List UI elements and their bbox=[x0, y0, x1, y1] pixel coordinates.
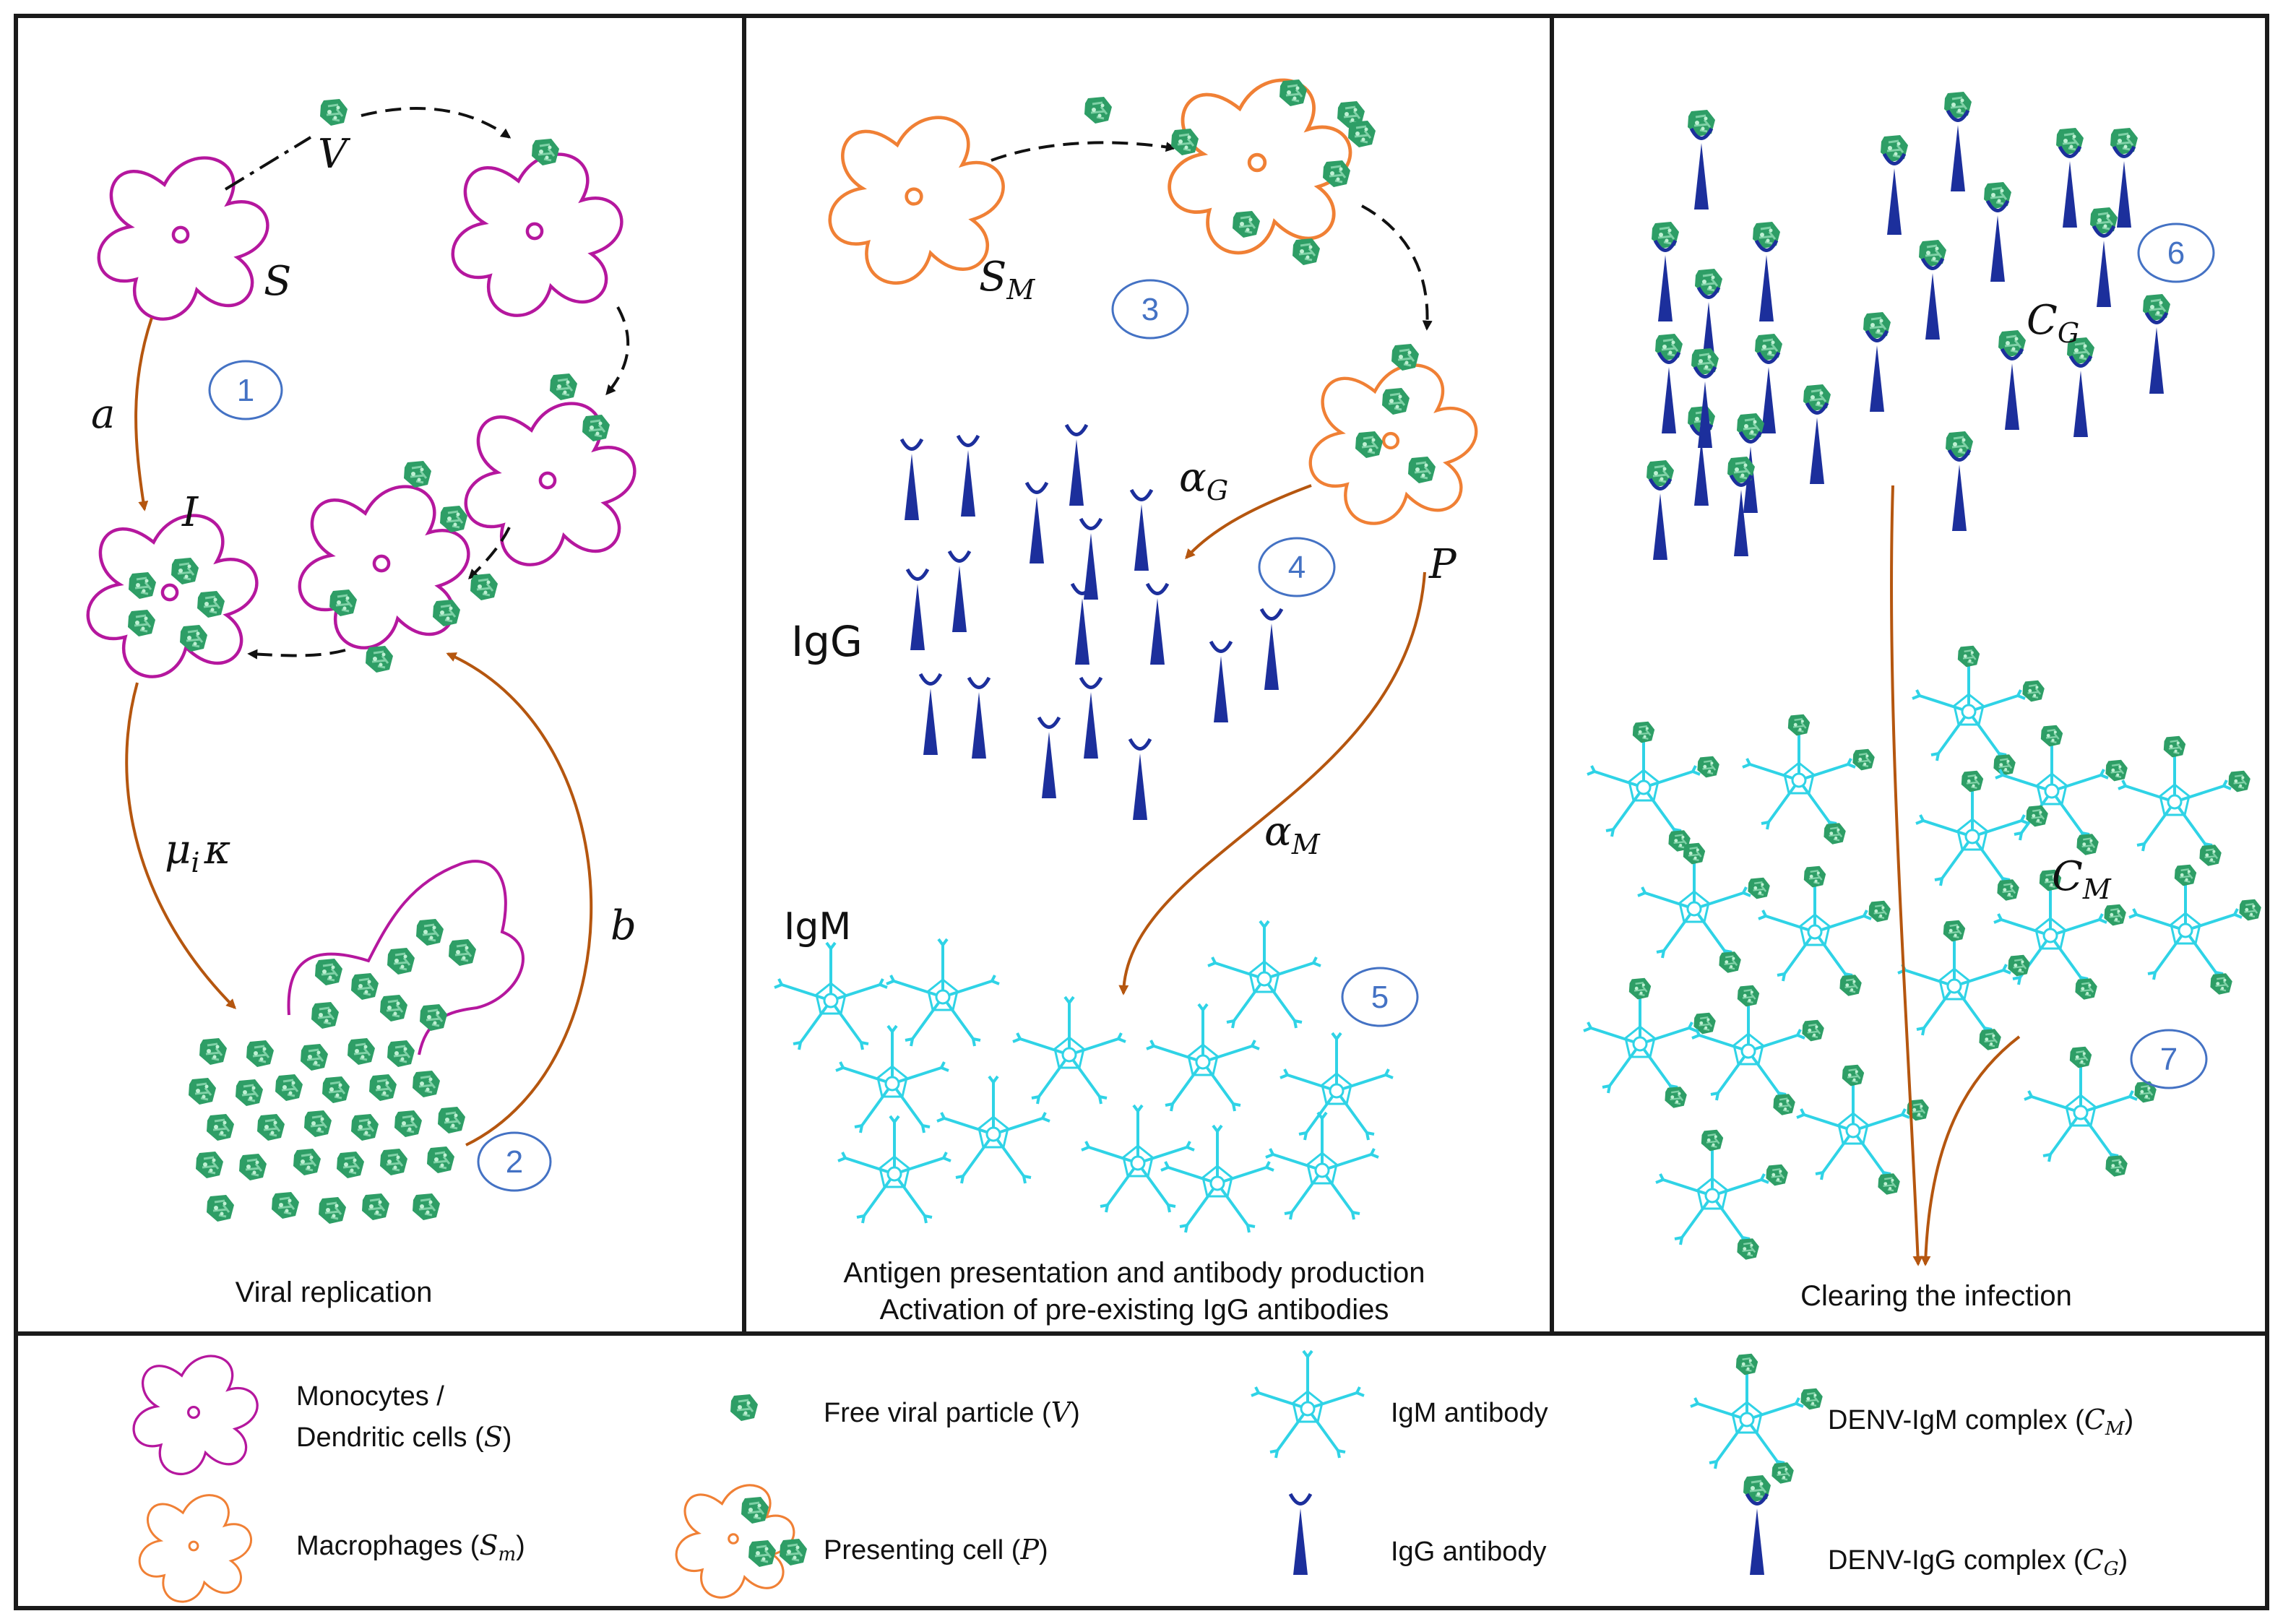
released-virus-cloud bbox=[187, 917, 478, 1225]
step-3 bbox=[1111, 279, 1189, 340]
step-6 bbox=[2137, 223, 2215, 283]
infected-cell bbox=[88, 516, 257, 677]
legend-virus-icon bbox=[729, 1393, 759, 1422]
legend-denv-igm: DENV-IgM complex (CM) bbox=[1828, 1404, 2133, 1440]
label-s: S bbox=[264, 258, 291, 305]
igg-complex-population bbox=[1647, 92, 2170, 560]
svg-text:7: 7 bbox=[2160, 1042, 2178, 1077]
clearing-igm-arrow bbox=[1920, 1035, 2021, 1266]
legend-igg-icon bbox=[1290, 1494, 1311, 1575]
legend-igm: IgM antibody bbox=[1391, 1398, 1548, 1428]
igg-label: IgG bbox=[791, 617, 863, 666]
label-v: V bbox=[318, 131, 351, 178]
caption-antigen-line2: Activation of pre-existing IgG antibodie… bbox=[880, 1294, 1389, 1326]
step-4 bbox=[1258, 537, 1336, 597]
susceptible-cell bbox=[99, 158, 268, 319]
label-sm: SM bbox=[979, 254, 1035, 306]
legend-macrophage-icon bbox=[138, 1494, 253, 1603]
rate-alphag: αG bbox=[1179, 454, 1228, 506]
free-virus-particle bbox=[319, 98, 349, 127]
label-cg: CG bbox=[2027, 297, 2079, 349]
igm-label: IgM bbox=[784, 905, 851, 949]
rate-mu-arrow bbox=[125, 682, 236, 1009]
step-5 bbox=[1341, 967, 1419, 1027]
panel-antigen-presentation: SM 3 P αG 4 bbox=[773, 78, 1476, 1326]
svg-text:6: 6 bbox=[2167, 236, 2185, 271]
presenting-cell bbox=[1311, 365, 1476, 523]
caption-viral-replication: Viral replication bbox=[236, 1277, 433, 1308]
burst-cell bbox=[287, 860, 525, 1055]
clearing-igg-arrow bbox=[1890, 485, 1923, 1266]
svg-text:1: 1 bbox=[237, 373, 254, 408]
legend-monocytes-line1: Monocytes / bbox=[296, 1381, 444, 1412]
rate-b: b bbox=[610, 902, 636, 949]
legend-macrophages: Macrophages (Sm) bbox=[296, 1529, 525, 1565]
rate-a-arrow bbox=[134, 317, 153, 511]
svg-text:4: 4 bbox=[1288, 550, 1306, 585]
macrophage-engulfing bbox=[1170, 80, 1350, 253]
igm-population bbox=[773, 920, 1394, 1234]
legend-presenting-icon bbox=[675, 1484, 795, 1599]
svg-text:3: 3 bbox=[1142, 292, 1159, 327]
rate-alphag-arrow bbox=[1185, 484, 1312, 560]
rate-a: a bbox=[91, 391, 115, 438]
legend-denv-igg-icon bbox=[1743, 1475, 1771, 1575]
svg-text:2: 2 bbox=[506, 1144, 523, 1180]
step-1 bbox=[208, 360, 283, 420]
binding-line bbox=[224, 136, 312, 191]
infecting-cell-3 bbox=[300, 487, 469, 648]
legend: Monocytes / Dendritic cells (S) Macropha… bbox=[132, 1349, 2133, 1603]
legend-free-viral: Free viral particle (V) bbox=[824, 1396, 1080, 1428]
legend-igm-icon bbox=[1250, 1349, 1365, 1459]
svg-text:5: 5 bbox=[1371, 980, 1389, 1015]
caption-clearing: Clearing the infection bbox=[1800, 1280, 2072, 1312]
panel-viral-replication: S V bbox=[88, 98, 636, 1308]
legend-monocytes-line2: Dendritic cells (S) bbox=[296, 1421, 512, 1453]
legend-monocyte-icon bbox=[132, 1355, 259, 1476]
rate-alpham: αM bbox=[1264, 808, 1321, 860]
rate-b-arrow bbox=[446, 652, 593, 1146]
label-cm: CM bbox=[2052, 853, 2112, 905]
rate-alpham-arrow bbox=[1118, 571, 1426, 995]
infecting-cell-1 bbox=[453, 155, 622, 316]
attach-arrow bbox=[361, 107, 512, 139]
label-i: I bbox=[181, 489, 199, 536]
infecting-cell-2 bbox=[466, 404, 635, 565]
label-p: P bbox=[1428, 541, 1457, 588]
step-2 bbox=[477, 1131, 552, 1192]
legend-presenting: Presenting cell (P) bbox=[824, 1534, 1048, 1565]
legend-igg: IgG antibody bbox=[1391, 1537, 1546, 1567]
macrophage-cell bbox=[830, 118, 1004, 283]
legend-denv-igg: DENV-IgG complex (CG) bbox=[1828, 1544, 2128, 1580]
frame bbox=[14, 14, 2269, 1610]
step-7 bbox=[2130, 1029, 2208, 1089]
panel-clearing-infection: 6 CG CM 7 Clearing the infection bbox=[1584, 92, 2261, 1312]
caption-antigen-line1: Antigen presentation and antibody produc… bbox=[843, 1257, 1425, 1289]
igm-complex-population bbox=[1584, 646, 2261, 1260]
legend-denv-igm-icon bbox=[1691, 1354, 1823, 1484]
